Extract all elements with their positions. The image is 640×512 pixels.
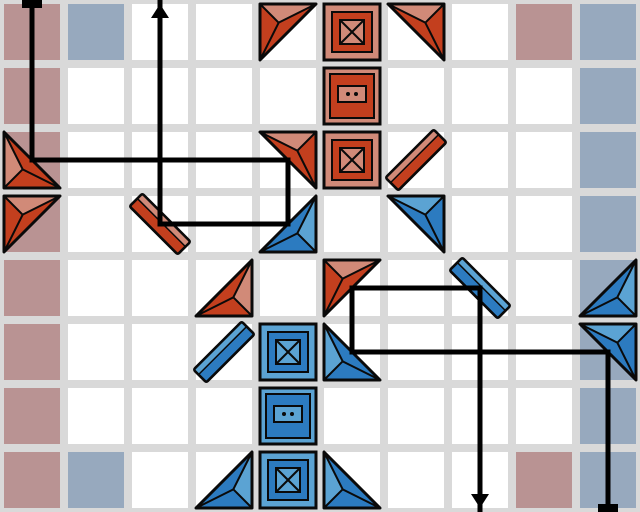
blue-mirror-piece[interactable]	[194, 450, 254, 510]
board-cell[interactable]	[196, 4, 252, 60]
blue-laser	[349, 285, 618, 512]
board-cell[interactable]	[132, 260, 188, 316]
blue-king-piece[interactable]	[258, 386, 318, 446]
board-cell[interactable]	[388, 388, 444, 444]
board-cell[interactable]	[452, 196, 508, 252]
red-king-piece[interactable]	[322, 66, 382, 126]
board-cell[interactable]	[68, 324, 124, 380]
board-cell[interactable]	[580, 132, 636, 188]
blue-mirror-piece[interactable]	[578, 258, 638, 318]
laser-emitter	[598, 504, 618, 512]
board-cell[interactable]	[452, 4, 508, 60]
blue-block-piece[interactable]	[258, 322, 318, 382]
board-cell[interactable]	[516, 68, 572, 124]
board-cell[interactable]	[516, 260, 572, 316]
board-cell[interactable]	[68, 260, 124, 316]
board-cell[interactable]	[4, 388, 60, 444]
board-cell[interactable]	[516, 452, 572, 508]
board-cell[interactable]	[68, 196, 124, 252]
blue-splitter-piece[interactable]	[193, 321, 255, 383]
blue-block-piece[interactable]	[258, 450, 318, 510]
red-laser	[22, 0, 291, 227]
laser-emitter	[22, 0, 42, 8]
board-cell[interactable]	[260, 68, 316, 124]
red-mirror-piece[interactable]	[2, 194, 62, 254]
board-cell[interactable]	[132, 324, 188, 380]
board-cell[interactable]	[4, 324, 60, 380]
board-cell[interactable]	[324, 196, 380, 252]
red-mirror-piece[interactable]	[194, 258, 254, 318]
board-cell[interactable]	[452, 68, 508, 124]
board-cell[interactable]	[260, 260, 316, 316]
board-cell[interactable]	[196, 388, 252, 444]
board-cell[interactable]	[452, 132, 508, 188]
red-mirror-piece[interactable]	[258, 2, 318, 62]
board-cell[interactable]	[4, 260, 60, 316]
board-cell[interactable]	[388, 452, 444, 508]
board-cell[interactable]	[68, 68, 124, 124]
board-cell[interactable]	[580, 68, 636, 124]
laser-arrowhead	[151, 4, 169, 18]
blue-mirror-piece[interactable]	[322, 450, 382, 510]
board-cell[interactable]	[516, 4, 572, 60]
board-cell[interactable]	[132, 452, 188, 508]
board-cell[interactable]	[516, 196, 572, 252]
board-cell[interactable]	[388, 68, 444, 124]
red-block-piece[interactable]	[322, 130, 382, 190]
board-cell[interactable]	[132, 388, 188, 444]
blue-mirror-piece[interactable]	[386, 194, 446, 254]
board-cell[interactable]	[4, 452, 60, 508]
board-cell[interactable]	[580, 4, 636, 60]
laser-arrowhead	[471, 494, 489, 508]
board-cell[interactable]	[68, 4, 124, 60]
board-cell[interactable]	[516, 388, 572, 444]
board-cell[interactable]	[68, 388, 124, 444]
red-mirror-piece[interactable]	[386, 2, 446, 62]
board-cell[interactable]	[196, 68, 252, 124]
board-cell[interactable]	[516, 132, 572, 188]
board-cell[interactable]	[324, 388, 380, 444]
board-cell[interactable]	[580, 196, 636, 252]
laser-beams	[22, 0, 618, 512]
red-splitter-piece[interactable]	[385, 129, 447, 191]
red-block-piece[interactable]	[322, 2, 382, 62]
board-cell[interactable]	[68, 452, 124, 508]
